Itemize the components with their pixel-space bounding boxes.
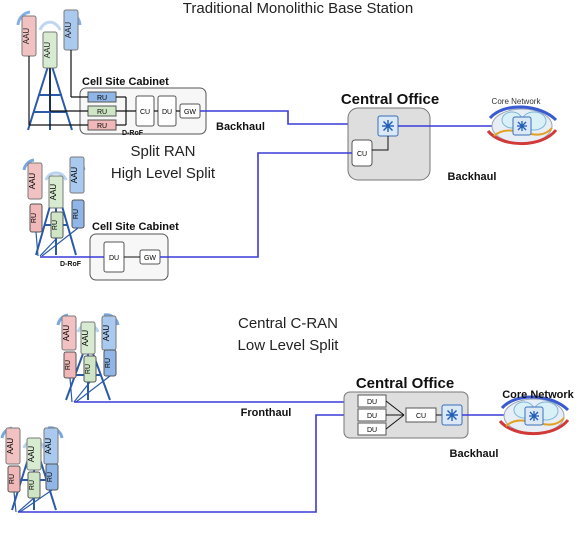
aau-pink <box>27 162 43 200</box>
cabinet-label: Cell Site Cabinet <box>82 76 169 88</box>
ru-label: RU <box>105 358 112 368</box>
cran-title-1: Central C-RAN <box>238 315 338 332</box>
backhaul-label-2: Backhaul <box>448 171 497 183</box>
aau-label: AAU <box>28 173 37 190</box>
ru-label: RU <box>97 123 107 130</box>
aau-label: AAU <box>102 325 111 342</box>
ru-label: RU <box>52 220 59 230</box>
drof-label: D-RoF <box>122 130 144 137</box>
aau-label: AAU <box>70 167 79 184</box>
traditional-title: Traditional Monolithic Base Station <box>183 0 413 17</box>
cran-title-2: Low Level Split <box>238 337 340 354</box>
split-title-2: High Level Split <box>111 165 216 182</box>
switch-icon <box>377 115 399 137</box>
ru-label: RU <box>65 360 72 370</box>
tower-split: AAU AAU AAU RU RU RU <box>22 156 86 257</box>
aau-label: AAU <box>62 325 71 342</box>
tower-cran-a: AAU AAU AAU RU RU RU <box>56 313 120 403</box>
ru-label: RU <box>9 474 16 484</box>
ru-label: RU <box>85 364 92 374</box>
tower-traditional: AAU AAU AAU <box>16 9 82 131</box>
aau-label: AAU <box>81 330 90 347</box>
cabinet-label: Cell Site Cabinet <box>92 221 179 233</box>
core-network-icon <box>498 395 570 436</box>
core-network-label: Core Network <box>502 389 574 401</box>
core-network-icon <box>486 105 558 146</box>
tower-cran-b: AAU AAU AAU RU RU RU <box>0 426 64 513</box>
central-office-1: Central Office CU <box>341 91 439 181</box>
ru-label: RU <box>29 480 36 490</box>
cu-label: CU <box>357 151 367 158</box>
aau-pink <box>5 427 21 465</box>
switch-icon <box>441 404 463 426</box>
du-label: DU <box>109 255 119 262</box>
fronthaul-label: Fronthaul <box>241 407 292 419</box>
gw-label: GW <box>184 109 196 116</box>
cell-site-cabinet-1: Cell Site Cabinet RU RU RU CU DU GW D-Ro… <box>79 76 207 137</box>
aau-label: AAU <box>6 438 15 455</box>
ru-label: RU <box>97 95 107 102</box>
aau-label: AAU <box>22 28 31 45</box>
du-label: DU <box>162 109 172 116</box>
cell-site-cabinet-2: Cell Site Cabinet DU GW <box>89 221 179 281</box>
backhaul-label-3: Backhaul <box>450 448 499 460</box>
du-label: DU <box>367 399 377 406</box>
aau-green <box>80 321 96 355</box>
gw-label: GW <box>144 255 156 262</box>
central-office-label: Central Office <box>341 91 439 108</box>
ru-label: RU <box>31 213 38 223</box>
backhaul-link-split <box>160 152 352 258</box>
backhaul-link-1 <box>200 110 378 125</box>
aau-pink <box>61 315 77 351</box>
du-label: DU <box>367 413 377 420</box>
aau-label: AAU <box>44 438 53 455</box>
aau-green <box>48 175 64 209</box>
central-office-label: Central Office <box>356 375 454 392</box>
ru-label: RU <box>97 109 107 116</box>
cu-label: CU <box>140 109 150 116</box>
central-office-2: Central Office DU DU DU CU <box>343 375 469 439</box>
du-label: DU <box>367 427 377 434</box>
backhaul-label-1: Backhaul <box>216 121 265 133</box>
split-title-1: Split RAN <box>130 143 195 160</box>
aau-blue <box>69 156 85 194</box>
aau-label: AAU <box>64 22 73 39</box>
ru-label: RU <box>47 472 54 482</box>
aau-label: AAU <box>27 446 36 463</box>
aau-label: AAU <box>49 184 58 201</box>
cu-label: CU <box>416 413 426 420</box>
core-network-label-small: Core Network <box>492 97 542 106</box>
fronthaul-link-b <box>18 414 358 513</box>
ru-label: RU <box>73 209 80 219</box>
aau-label: AAU <box>43 42 52 59</box>
drof-label: D-RoF <box>60 261 82 268</box>
aau-green <box>26 437 42 471</box>
